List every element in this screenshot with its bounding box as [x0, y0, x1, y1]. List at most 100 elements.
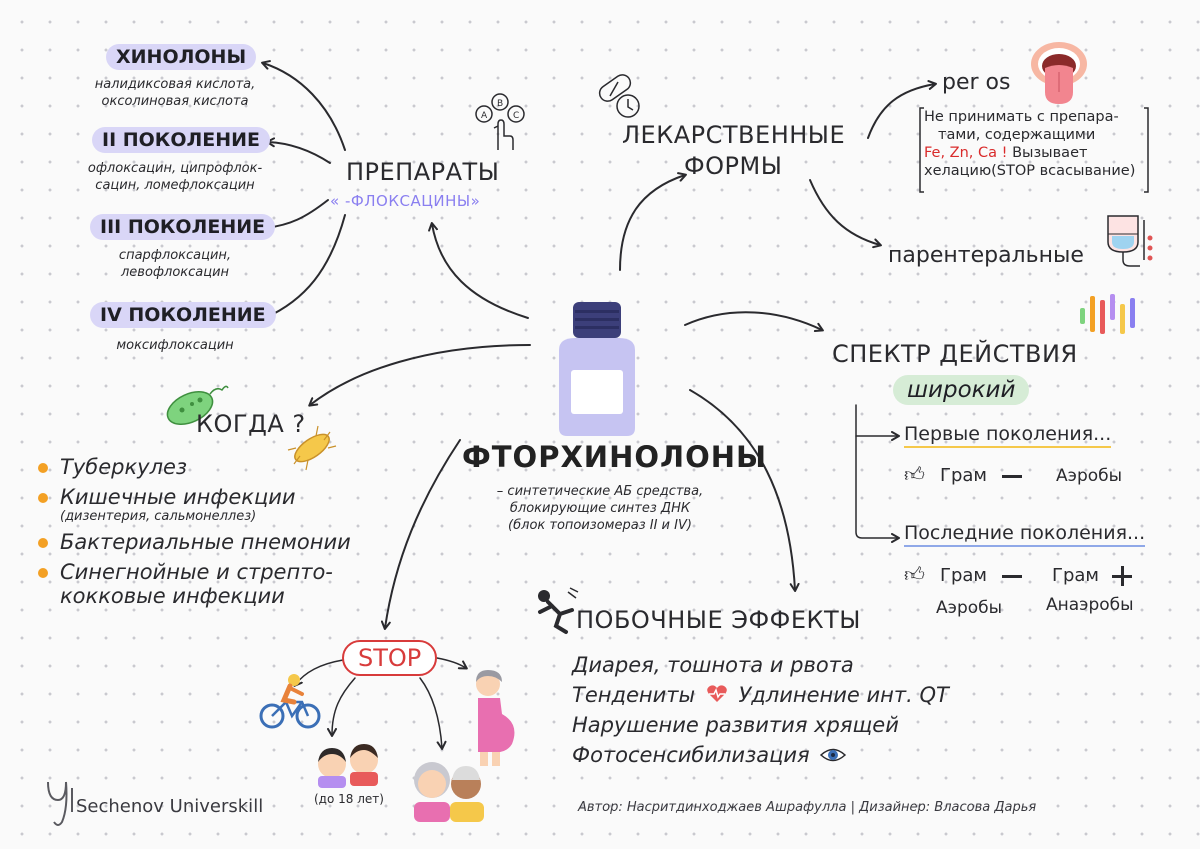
center-subtitle-line: – синтетические АБ средства, [496, 484, 704, 499]
spectrum-first-gram: Грам [940, 465, 988, 486]
when-title: КОГДА ? [196, 410, 306, 438]
when-item: Синегнойные и стрепто-кокковые инфекции [32, 560, 412, 608]
when-item: Бактериальные пнемонии [32, 530, 412, 554]
note-brackets [919, 107, 1149, 193]
spectrum-tree-line [855, 404, 900, 543]
arrow-stop-to-children [327, 677, 356, 737]
minus-sign [1002, 575, 1022, 578]
when-item-text: Синегнойные и стрепто- [60, 560, 333, 584]
forms-title: ЛЕКАРСТВЕННЫЕ ФОРМЫ [622, 120, 845, 182]
credits: Автор: Насритдинходжаев Ашрафулла | Диза… [578, 800, 1037, 815]
pills-clock-icon [592, 74, 652, 124]
spectrum-title: СПЕКТР ДЕЙСТВИЯ [832, 340, 1078, 368]
group-pill-gen4: IV ПОКОЛЕНИЕ [90, 302, 276, 328]
arrow-stop-to-elderly [419, 677, 447, 750]
note-line: тами, содержащими [938, 127, 1096, 143]
iv-drip-icon [1100, 212, 1160, 268]
plus-sign [1112, 566, 1132, 586]
group-pill-gen2: II ПОКОЛЕНИЕ [92, 127, 271, 153]
thumb-icon: 👍︎ [904, 462, 925, 486]
forms-title-line: ЛЕКАРСТВЕННЫЕ [622, 121, 846, 149]
arrow-stop-to-pregnant [436, 657, 468, 670]
center-bottle [553, 300, 641, 438]
drug-line: сацин, ломефлоксацин [95, 178, 255, 193]
spectrum-last-target1: Аэробы [936, 598, 1003, 618]
spectrum-breadth-pill: широкий [893, 375, 1030, 405]
bullet-dot [38, 463, 48, 473]
note-ions: Fe, Zn, Ca ! [924, 145, 1008, 161]
per-os-label: per os [942, 70, 1011, 95]
note-line: хелацию(STOP всасывание) [924, 163, 1136, 179]
group-pill-gen3: III ПОКОЛЕНИЕ [90, 214, 276, 240]
bullet-dot [38, 493, 48, 503]
spectrum-last-target2: Анаэробы [1046, 595, 1134, 615]
arrow-to-gen3 [264, 199, 329, 233]
spectrum-first-label: Первые поколения... [904, 423, 1112, 448]
falling-person-icon [532, 586, 580, 636]
brand-name: Sechenov Universkill [76, 796, 264, 817]
spectrum-last-label: Последние поколения... [904, 522, 1146, 547]
bacteria-green-icon [160, 380, 230, 430]
drug-line: спарфлоксацин, [118, 248, 232, 263]
note-line-rest: Вызывает [1007, 145, 1088, 161]
preparaty-subtitle: « -ФЛОКСАЦИНЫ» [330, 192, 481, 210]
center-subtitle: – синтетические АБ средства, блокирующие… [455, 483, 745, 534]
when-item: Кишечные инфекции(дизентерия, сальмонелл… [32, 485, 412, 524]
side-effect-item: Диарея, тошнота и рвота [572, 653, 854, 677]
pregnant-woman-icon [462, 668, 524, 768]
brand-logo-icon [44, 778, 78, 830]
thumb-icon: 👍︎ [904, 562, 925, 586]
svg-text:C: C [513, 111, 519, 121]
arrow-to-preparaty [428, 222, 529, 319]
group-drugs-gen3: спарфлоксацин, левофлоксацин [70, 247, 280, 281]
drug-line: моксифлоксацин [116, 338, 234, 353]
mouth-icon [1028, 40, 1090, 106]
group-drugs-hinolony: налидиксовая кислота, оксолиновая кислот… [70, 76, 280, 110]
when-item-text: кокковые инфекции [60, 584, 285, 608]
center-subtitle-line: (блок топоизомераз II и IV) [508, 518, 692, 533]
drug-line: оксолиновая кислота [101, 94, 249, 109]
spectrum-last-gram2: Грам [1052, 565, 1100, 586]
children-age-note: (до 18 лет) [314, 792, 384, 806]
abc-hand-icon: A B C [472, 92, 532, 152]
center-subtitle-line: блокирующие синтез ДНК [509, 501, 691, 516]
side-effects-list: Диарея, тошнота и рвота Тендениты Удлине… [572, 650, 949, 770]
note-line: Не принимать с препара- [924, 109, 1119, 125]
minus-sign [1002, 475, 1022, 478]
when-item-text: Туберкулез [60, 455, 188, 479]
svg-text:A: A [481, 111, 488, 121]
when-item: Туберкулез [32, 455, 412, 479]
drug-line: левофлоксацин [120, 265, 230, 280]
preparaty-title: ПРЕПАРАТЫ [346, 158, 500, 186]
side-effect-item: Тендениты Удлинение инт. QT [572, 680, 949, 710]
side-effects-title: ПОБОЧНЫЕ ЭФФЕКТЫ [576, 606, 861, 634]
arrow-to-parenteral [809, 179, 882, 249]
group-drugs-gen4: моксифлоксацин [70, 337, 280, 354]
bullet-dot [38, 568, 48, 578]
note-line: Fe, Zn, Ca ! Вызывает [924, 144, 1156, 162]
bullet-dot [38, 538, 48, 548]
cyclist-icon [258, 672, 322, 732]
elderly-couple-icon [402, 750, 494, 822]
medicine-bottle-icon [559, 302, 635, 436]
bacteria-yellow-icon [282, 420, 342, 476]
side-effect-item: Нарушение развития хрящей [572, 713, 899, 737]
arrow-to-spectrum [684, 311, 824, 333]
side-effect-text: Удлинение инт. QT [738, 683, 949, 707]
drug-line: налидиксовая кислота, [94, 77, 256, 92]
forms-title-line: ФОРМЫ [684, 152, 783, 180]
spectrum-first-target: Аэробы [1056, 466, 1123, 486]
side-effect-text: Фотосенсибилизация [572, 743, 810, 767]
when-list: Туберкулез Кишечные инфекции(дизентерия,… [32, 455, 412, 614]
svg-text:B: B [497, 99, 503, 109]
heart-pulse-icon [707, 685, 727, 702]
when-item-text: Бактериальные пнемонии [60, 530, 351, 554]
children-icon [310, 736, 386, 788]
arrow-to-when [308, 344, 531, 407]
spectrum-bars-icon [1078, 292, 1142, 336]
forms-note: Не принимать с препара- тами, содержащим… [918, 106, 1162, 193]
parenteral-label: парентеральные [888, 243, 1084, 268]
stop-badge: STOP [342, 640, 438, 676]
side-effect-text: Тендениты [572, 683, 696, 707]
eye-icon [820, 748, 847, 762]
